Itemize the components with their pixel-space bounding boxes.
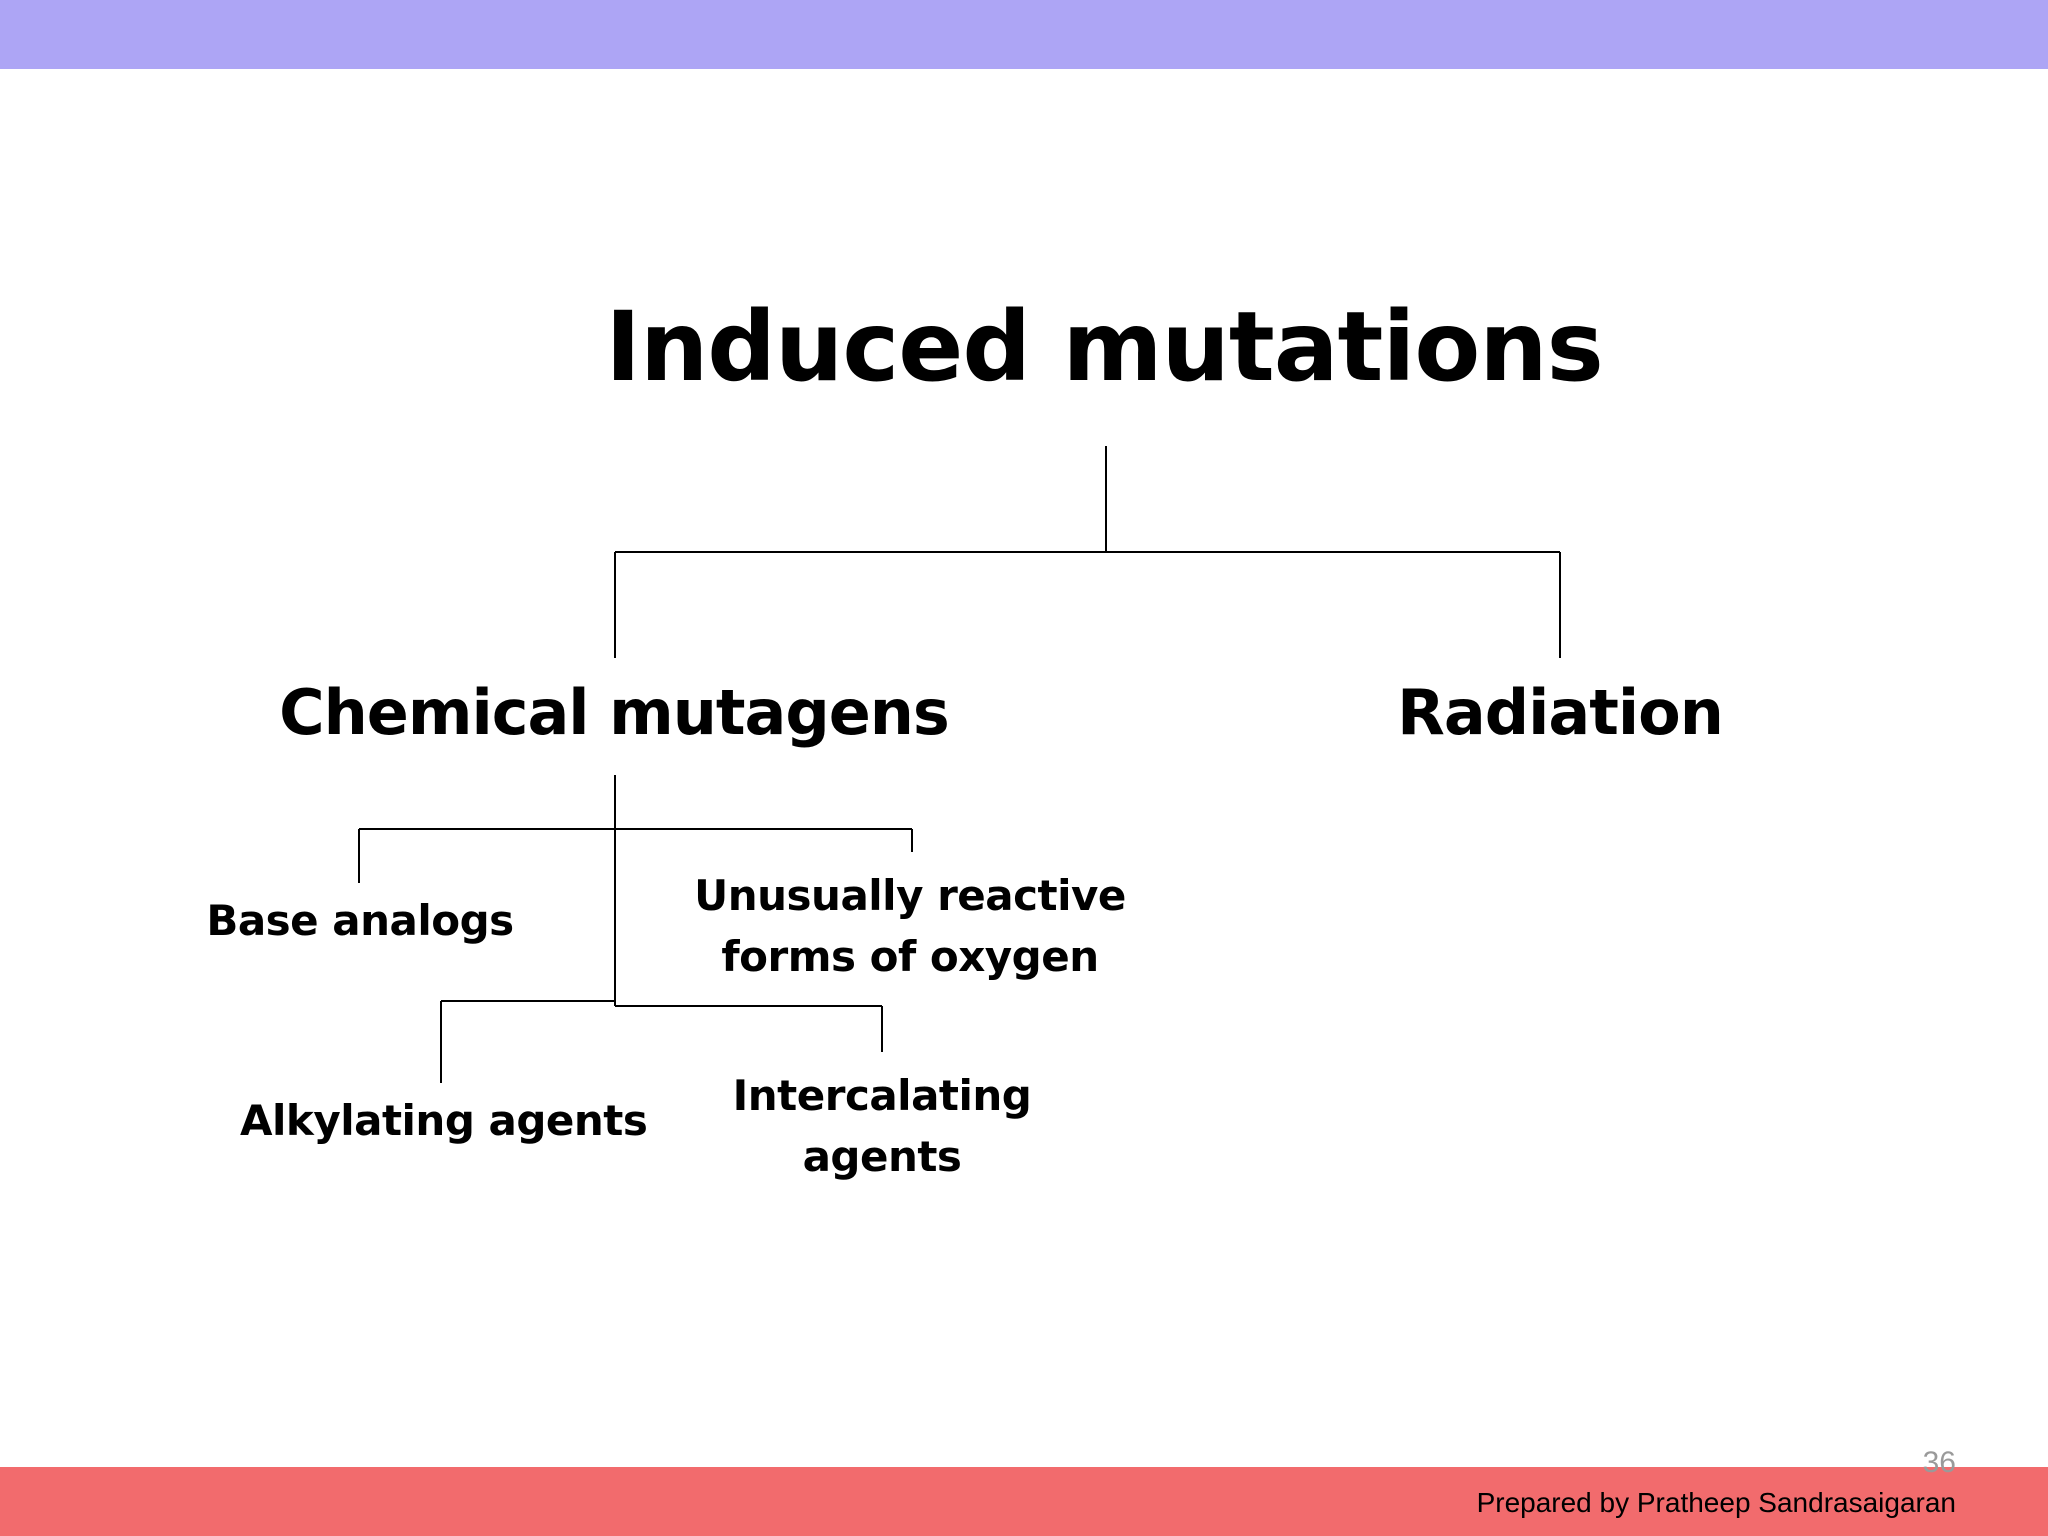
node-reactive-oxygen: Unusually reactive forms of oxygen [680,866,1140,988]
diagram-title: Induced mutations [605,291,1604,403]
node-intercalating-line2: agents [802,1131,962,1181]
node-reactive-oxygen-line1: Unusually reactive [694,871,1126,920]
node-reactive-oxygen-line2: forms of oxygen [721,931,1099,981]
node-alkylating-agents: Alkylating agents [240,1096,648,1145]
node-radiation: Radiation [1397,676,1724,749]
node-chemical-mutagens: Chemical mutagens [279,676,950,749]
node-base-analogs: Base analogs [206,896,514,945]
top-color-band [0,0,2048,69]
bottom-color-band [0,1467,2048,1536]
node-intercalating-agents: Intercalating agents [700,1066,1064,1188]
slide-number: 36 [1922,1446,1956,1479]
footer-credit: Prepared by Pratheep Sandrasaigaran [1476,1487,1956,1518]
node-intercalating-line1: Intercalating [732,1071,1032,1120]
